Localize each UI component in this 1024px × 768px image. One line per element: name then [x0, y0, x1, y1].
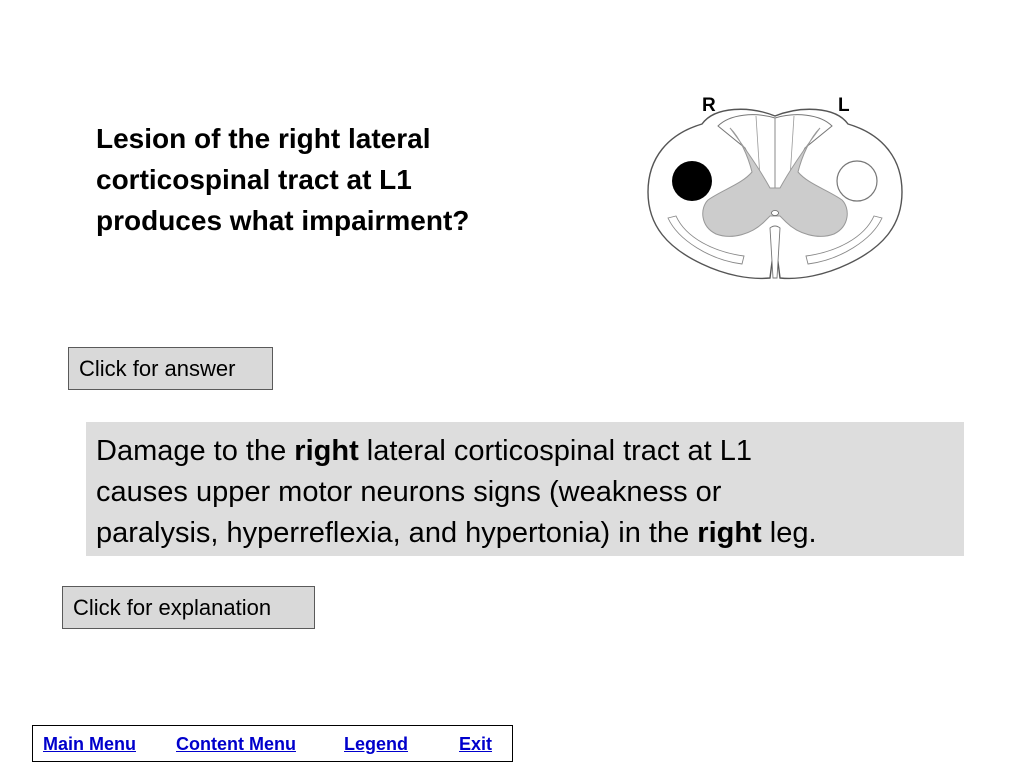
ventral-funiculus-right	[667, 215, 745, 265]
answer-line3-post: leg.	[761, 517, 817, 549]
bottom-navigation: Main Menu Content Menu Legend Exit	[32, 725, 513, 762]
main-menu-link[interactable]: Main Menu	[43, 734, 136, 754]
dorsal-intermediate-septum-right	[755, 115, 761, 179]
answer-button-label: Click for answer	[79, 355, 236, 381]
dorsal-intermediate-septum-left	[789, 115, 795, 179]
left-corticospinal-tract	[836, 160, 878, 202]
central-canal	[771, 210, 779, 216]
answer-panel: Damage to the right lateral corticospina…	[86, 422, 964, 556]
lesion-marker	[672, 161, 712, 201]
answer-line1-bold: right	[294, 435, 359, 467]
answer-line3-pre: paralysis, hyperreflexia, and hypertonia…	[96, 517, 698, 549]
right-side-label: R	[702, 95, 716, 116]
answer-line2: causes upper motor neurons signs (weakne…	[96, 476, 722, 508]
click-for-explanation-button[interactable]: Click for explanation	[62, 586, 315, 629]
answer-line1-post: lateral corticospinal tract at L1	[358, 435, 753, 467]
answer-line1-pre: Damage to the	[96, 435, 295, 467]
question-line-3: produces what impairment?	[96, 205, 470, 236]
gray-matter	[702, 127, 848, 237]
content-menu-link[interactable]: Content Menu	[176, 734, 296, 754]
exit-link[interactable]: Exit	[459, 734, 493, 754]
legend-link[interactable]: Legend	[344, 734, 409, 754]
question-line-2: corticospinal tract at L1	[96, 164, 412, 195]
explanation-button-label: Click for explanation	[73, 594, 272, 620]
question-line-1: Lesion of the right lateral	[96, 123, 431, 154]
answer-line3-bold: right	[697, 517, 762, 549]
ventral-funiculus-left	[805, 215, 883, 265]
ventral-median-fissure	[769, 225, 781, 279]
spinal-cord-cross-section: R L	[647, 95, 903, 280]
click-for-answer-button[interactable]: Click for answer	[68, 347, 273, 390]
left-side-label: L	[838, 95, 850, 116]
question-heading: Lesion of the right lateral corticospina…	[96, 118, 596, 241]
